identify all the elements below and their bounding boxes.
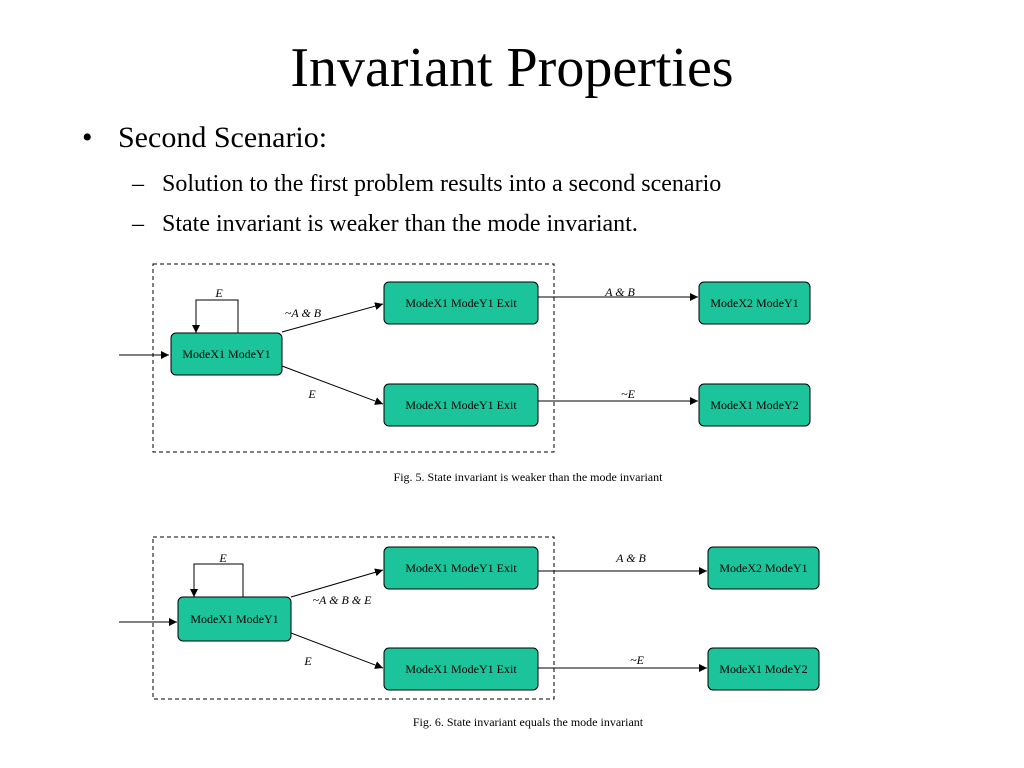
state-exit-top-label: ModeX1 ModeY1 Exit: [405, 296, 517, 310]
state-exit-bottom-label: ModeX1 ModeY1 Exit: [405, 398, 517, 412]
state-exit-top: ModeX1 ModeY1 Exit: [383, 546, 539, 590]
self-loop-arrow: [190, 563, 244, 597]
state-target-top: ModeX2 ModeY1: [707, 546, 820, 590]
state-target-top-label: ModeX2 ModeY1: [719, 561, 807, 575]
label-to-exit-bottom: E: [303, 654, 312, 668]
subbullet-1: –Solution to the first problem results i…: [132, 170, 721, 198]
self-loop-arrow: [192, 299, 239, 333]
state-target-top: ModeX2 ModeY1: [698, 281, 811, 325]
state-exit-top: ModeX1 ModeY1 Exit: [383, 281, 539, 325]
figure-caption: Fig. 6. State invariant equals the mode …: [413, 715, 644, 729]
state-target-top-label: ModeX2 ModeY1: [710, 296, 798, 310]
state-exit-bottom-label: ModeX1 ModeY1 Exit: [405, 662, 517, 676]
label-exit-bottom-out: ~E: [630, 653, 644, 667]
edge-to-exit-bottom: [281, 365, 384, 405]
state-target-bottom-label: ModeX1 ModeY2: [719, 662, 807, 676]
label-self-loop: E: [214, 286, 223, 300]
state-source-label: ModeX1 ModeY1: [182, 347, 270, 361]
subbullet-text: Solution to the first problem results in…: [162, 171, 722, 197]
subbullet-dash: –: [132, 171, 144, 197]
state-exit-bottom: ModeX1 ModeY1 Exit: [383, 647, 539, 691]
label-to-exit-top: ~A & B & E: [313, 593, 373, 607]
bullet-second-scenario: • Second Scenario:: [82, 120, 327, 156]
figure-6: E ~A & B & E E A & B ~E ModeX1 ModeY1 Mo…: [119, 536, 820, 729]
label-exit-top-out: A & B: [615, 551, 646, 565]
bullet-dot: •: [82, 121, 93, 154]
state-target-bottom: ModeX1 ModeY2: [698, 383, 811, 427]
slide-title: Invariant Properties: [290, 37, 734, 99]
state-source: ModeX1 ModeY1: [177, 596, 292, 642]
figure-5: E ~A & B E A & B ~E ModeX1 ModeY1 ModeX1…: [119, 263, 811, 484]
state-source: ModeX1 ModeY1: [170, 332, 283, 376]
label-to-exit-top: ~A & B: [285, 306, 322, 320]
label-exit-top-out: A & B: [604, 285, 635, 299]
state-exit-top-label: ModeX1 ModeY1 Exit: [405, 561, 517, 575]
state-source-label: ModeX1 ModeY1: [190, 612, 278, 626]
label-self-loop: E: [218, 551, 227, 565]
edge-to-exit-bottom: [290, 632, 384, 669]
mode-boundary: [152, 536, 555, 700]
label-exit-bottom-out: ~E: [621, 387, 635, 401]
subbullet-dash: –: [132, 211, 144, 237]
state-exit-bottom: ModeX1 ModeY1 Exit: [383, 383, 539, 427]
edge-to-exit-top: [281, 302, 384, 333]
state-target-bottom: ModeX1 ModeY2: [707, 647, 820, 691]
bullet-text: Second Scenario:: [118, 121, 328, 154]
edge-to-exit-top: [290, 568, 384, 598]
label-to-exit-bottom: E: [307, 387, 316, 401]
state-target-bottom-label: ModeX1 ModeY2: [710, 398, 798, 412]
subbullet-2: –State invariant is weaker than the mode…: [132, 210, 638, 238]
figure-caption: Fig. 5. State invariant is weaker than t…: [394, 470, 664, 484]
subbullet-text: State invariant is weaker than the mode …: [162, 211, 638, 237]
